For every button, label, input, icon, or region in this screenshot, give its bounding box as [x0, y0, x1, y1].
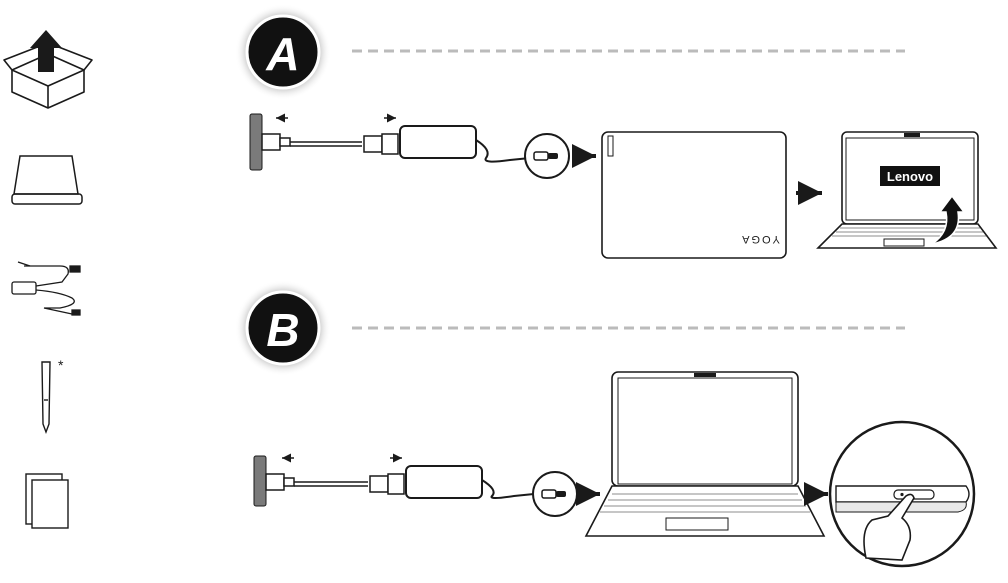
- screen-logo-box: [880, 166, 940, 186]
- step-a: A YOGA: [235, 4, 998, 259]
- step-b-label: B: [266, 304, 299, 356]
- laptop-lid: [601, 131, 787, 259]
- ac-plug-a: [261, 133, 291, 151]
- usb-c-plug-icon-b: [541, 489, 566, 499]
- screen-logo-text: Lenovo: [887, 169, 933, 184]
- laptop-open-b: [584, 371, 826, 537]
- pen-optional-note: *: [58, 357, 64, 373]
- curved-lid-open-arrow-icon: [931, 194, 966, 245]
- ac-plug-b: [265, 473, 295, 491]
- unbox-arrow-icon: [3, 30, 93, 109]
- documents-icon: [25, 473, 69, 529]
- finger-press-icon: [863, 493, 915, 561]
- step-a-badge-icon: [245, 14, 321, 90]
- step-b: B: [235, 280, 976, 568]
- adapter-connector-a: [363, 133, 399, 155]
- laptop-closed-icon: [11, 155, 83, 205]
- wall-outlet-a: [249, 113, 263, 171]
- dc-cable-a: [475, 139, 531, 163]
- sidebar: *: [3, 30, 93, 529]
- adapter-connector-b: [369, 473, 405, 495]
- dc-cable-b: [481, 479, 535, 499]
- lid-brand-text: YOGA: [740, 233, 780, 245]
- step-b-badge-icon: [245, 290, 321, 366]
- step-a-label: A: [265, 28, 299, 80]
- power-brick-a: [399, 125, 477, 159]
- power-adapter-icon: [11, 261, 81, 316]
- laptop-open-a: [816, 131, 998, 249]
- wall-outlet-b: [253, 455, 267, 507]
- lid-hinge-logo-icon: [607, 135, 614, 157]
- usb-c-plug-icon-a: [533, 151, 558, 161]
- power-brick-b: [405, 465, 483, 499]
- pen-icon: [41, 361, 51, 434]
